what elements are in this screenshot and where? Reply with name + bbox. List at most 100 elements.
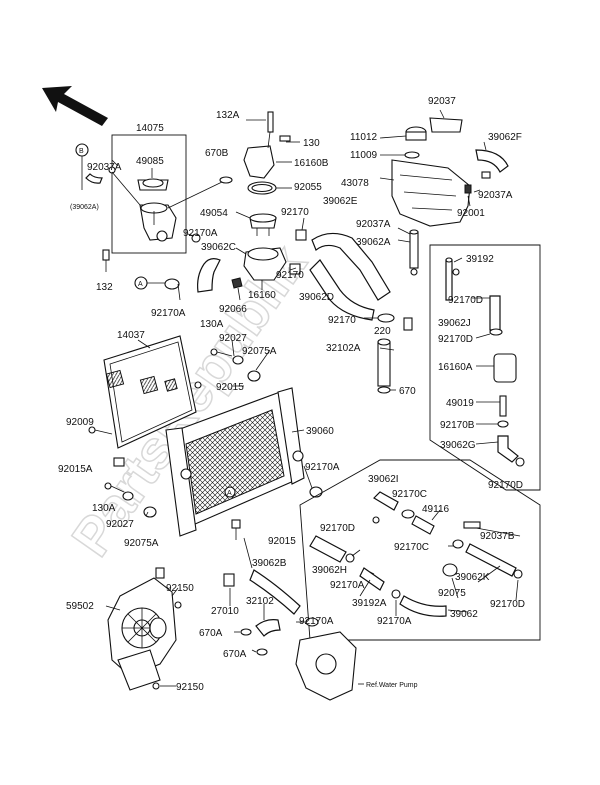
label-92075: 92075 xyxy=(438,588,466,599)
label-92066: 92066 xyxy=(219,304,247,315)
clamp-92170d-3 xyxy=(515,457,525,467)
label-92027-2: 92027 xyxy=(106,519,134,530)
clamp-92170d-2 xyxy=(489,328,503,336)
bolt-92150-2 xyxy=(152,682,160,690)
label-92170-2: 92170 xyxy=(276,270,304,281)
label-92170-1: 92170 xyxy=(281,207,309,218)
label-39062a-ref: (39062A) xyxy=(70,204,99,211)
label-16160a: 16160A xyxy=(438,362,473,373)
label-59502: 59502 xyxy=(66,601,94,612)
water-outlet-16160b xyxy=(243,145,275,179)
label-670a-1: 670A xyxy=(199,628,223,639)
clamp-92170c-2 xyxy=(452,539,464,549)
hose-39062f xyxy=(475,149,509,173)
callout-b-letter: B xyxy=(79,148,84,155)
hose-39062c xyxy=(197,258,221,293)
label-92170a-6: 92170A xyxy=(377,616,412,627)
label-32102a: 32102A xyxy=(326,343,361,354)
label-49116: 49116 xyxy=(422,504,450,515)
label-92170a-2: 92170A xyxy=(151,308,186,319)
o-ring-670a-2 xyxy=(256,648,268,656)
hose-39062 xyxy=(399,595,447,617)
hose-39062k xyxy=(465,543,517,577)
label-92009: 92009 xyxy=(66,417,94,428)
hose-39062e xyxy=(311,232,391,301)
label-49054: 49054 xyxy=(200,208,228,219)
label-49019: 49019 xyxy=(446,398,474,409)
clamp-92170d-5 xyxy=(513,569,523,579)
grommet-92027-2 xyxy=(122,491,134,501)
label-132a: 132A xyxy=(216,110,240,121)
bypass-panel-right xyxy=(429,244,541,491)
part-labels: 14075 49085 92037A (39062A) 670B 92170A … xyxy=(58,96,525,693)
bolt-92150-1 xyxy=(174,601,182,609)
hose-39062d xyxy=(309,259,375,321)
collar-92075a-2 xyxy=(143,506,157,518)
radiator-screen-group xyxy=(88,335,197,467)
clamp-92170a-2 xyxy=(164,278,180,290)
label-92170a-4: 92170A xyxy=(330,580,365,591)
label-16160b: 16160B xyxy=(294,158,329,169)
label-92027-1: 92027 xyxy=(219,333,247,344)
label-39060: 39060 xyxy=(306,426,334,437)
reserve-tank-group xyxy=(391,117,509,276)
bolt-132 xyxy=(102,249,110,261)
label-92037a-2: 92037A xyxy=(478,190,513,201)
hose-39062g xyxy=(497,435,519,463)
label-39062a: 39062A xyxy=(356,237,391,248)
hose-39062a-ref xyxy=(85,173,103,184)
label-16160: 16160 xyxy=(248,290,276,301)
front-direction-arrow-icon xyxy=(42,86,108,126)
label-92075a-2: 92075A xyxy=(124,538,159,549)
label-11009: 11009 xyxy=(350,150,378,161)
label-92170b: 92170B xyxy=(440,420,475,431)
label-92150-1: 92150 xyxy=(166,583,194,594)
hose-39192 xyxy=(445,259,453,301)
label-92170d-5: 92170D xyxy=(490,599,525,610)
label-43078: 43078 xyxy=(341,178,369,189)
label-39062g: 39062G xyxy=(440,440,476,451)
label-92001: 92001 xyxy=(457,208,485,219)
label-670a-2: 670A xyxy=(223,649,247,660)
label-670b: 670B xyxy=(205,148,229,159)
label-39062j: 39062J xyxy=(438,318,471,329)
label-49085: 49085 xyxy=(136,156,164,167)
nut-92015a xyxy=(113,457,125,467)
o-ring-670b xyxy=(219,176,233,184)
water-pump-group xyxy=(223,569,364,701)
clamp-92037a-2 xyxy=(481,171,491,179)
label-92037a-1: 92037A xyxy=(87,162,122,173)
hose-39062j xyxy=(489,295,501,331)
label-27010: 27010 xyxy=(211,606,239,617)
label-92170a-1: 92170A xyxy=(183,228,218,239)
clamp-92170a-6 xyxy=(391,589,401,599)
label-39062i: 39062I xyxy=(368,474,399,485)
radiator-group: A xyxy=(104,348,323,540)
bracket-92037 xyxy=(429,117,463,133)
grommet-92075 xyxy=(442,563,458,577)
label-39062k: 39062K xyxy=(455,572,490,583)
cap-11009 xyxy=(404,151,420,159)
label-132: 132 xyxy=(96,282,113,293)
label-39192a: 39192A xyxy=(352,598,387,609)
nut-92015 xyxy=(194,381,202,389)
label-92170d-3: 92170D xyxy=(488,480,523,491)
thermostat-housing-group: B xyxy=(75,134,233,272)
callout-a-icon-2 xyxy=(224,486,236,498)
clamp-92170d-1 xyxy=(452,268,460,276)
bolt-92066 xyxy=(231,277,243,289)
hose-39062h xyxy=(309,535,347,563)
label-92037: 92037 xyxy=(428,96,456,107)
label-ref-water-pump: Ref.Water Pump xyxy=(366,682,418,689)
label-92170a-5: 92170A xyxy=(299,616,334,627)
label-670-1: 670 xyxy=(399,386,416,397)
hose-39062b xyxy=(249,569,301,615)
pipe-39192a xyxy=(359,567,385,591)
thermostat-housing-14075 xyxy=(139,204,177,241)
pipe-32102 xyxy=(255,619,281,637)
callout-a-letter-2: A xyxy=(227,490,232,497)
label-39062h: 39062H xyxy=(312,565,347,576)
label-32102: 32102 xyxy=(246,596,274,607)
label-39062d: 39062D xyxy=(299,292,334,303)
